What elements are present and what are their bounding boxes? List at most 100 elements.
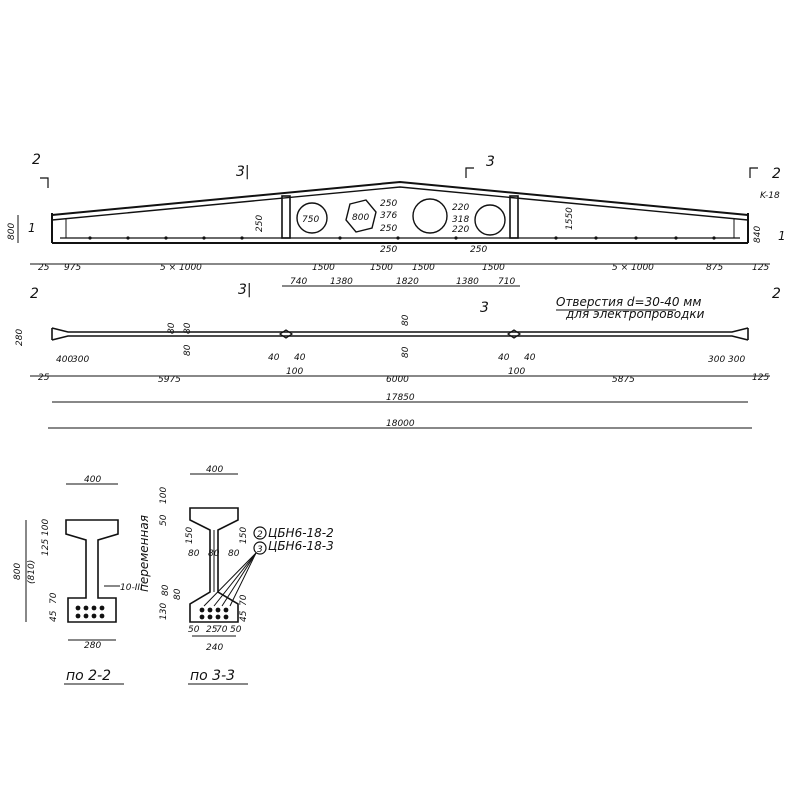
dim-label: 125 [752,263,769,273]
dim-label: 50 [159,514,169,526]
dim-label: 1820 [396,277,419,287]
end-mark-right: 1 [778,229,786,243]
dim-label: 50 [188,625,200,635]
dim-label: 80 [161,584,171,596]
dim-label: 100 [41,519,51,536]
dim-label: 740 [290,277,307,287]
sec22-title: по 2-2 [66,668,111,684]
sec22-note: переменная [137,515,151,592]
beam-height-label: 800 [7,223,17,240]
sec22-bottom-width: 280 [84,641,101,651]
total-17850: 17850 [386,393,415,403]
web-dim: 250 [380,245,397,255]
section-mark-2-plan-left: 2 [30,286,39,302]
sec33-title: по 3-3 [190,668,235,684]
sec22-rebar: 10-III [120,583,143,593]
dim-label: 300 [708,355,725,365]
dim-label: 975 [64,263,81,273]
sec22-height: 800 [13,563,23,580]
dim-label: 300 [728,355,745,365]
section-mark-2-plan-right: 2 [772,286,781,302]
opening-dim: 800 [352,213,369,223]
dim-label: 5 × 1000 [612,263,654,273]
dim-label: 6000 [386,375,409,385]
dim-label: 150 [239,527,249,544]
node-label: K-18 [760,191,780,201]
dim-label: 80 [167,322,177,334]
dim-label: 80 [188,549,200,559]
section-mark-2-right: 2 [772,166,781,182]
web-opening [345,199,377,233]
end-mark-left: 1 [28,221,36,235]
dim-label: 1380 [456,277,479,287]
dim-label: 875 [706,263,723,273]
web-opening [412,198,448,234]
dim-label: 5975 [158,375,181,385]
section-3-3: 400 240 100 50 150 150 80 80 80 80 130 8… [159,465,334,685]
sec22-top-width: 400 [84,475,101,485]
dim-label: 40 [294,353,306,363]
dim-label: 80 [228,549,240,559]
opening-dim: 250 [380,224,397,234]
dim-label: 40 [524,353,536,363]
dim-label: 25 [38,373,50,383]
dim-label: 80 [173,588,183,600]
dim-label: 50 [230,625,242,635]
dim-label: 40 [268,353,280,363]
opening-dim: 750 [302,215,319,225]
dim-label: 150 [185,527,195,544]
dim-label: 1500 [370,263,393,273]
web-opening [296,202,328,234]
dim-label: 100 [286,367,303,377]
web-dim: 1550 [565,207,575,230]
dim-label: 70 [216,625,228,635]
dim-label: 40 [498,353,510,363]
section-mark-3-top: 3 [486,154,495,170]
section-mark-31-top: 3| [236,164,250,180]
dim-label: 100 [508,367,525,377]
dim-label: 70 [239,594,249,606]
dim-label: 5875 [612,375,635,385]
dim-label: 125 [41,539,51,556]
dim-label: 5 × 1000 [160,263,202,273]
note-holes: Отверстия d=30-40 мм [556,295,701,309]
dim-label: 1500 [412,263,435,273]
sec33-top-width: 400 [206,465,223,475]
plan-width: 280 [15,329,25,346]
section-mark-31-plan: 3| [238,282,252,298]
total-18000: 18000 [386,419,415,429]
dim-label: 80 [183,344,193,356]
electrical-holes [88,236,716,240]
section-2-2: 400 280 800 (810) 100 125 70 45 10-III п… [13,475,151,685]
ref-cbn-2: ЦБН6-18-2 [268,526,334,540]
web-opening [474,204,506,236]
dim-label: 125 [752,373,769,383]
elevation-view: 2 3 3| 2 800 1 840 1 K-18 750 800 250 37… [7,152,786,321]
dim-label: 45 [239,610,249,622]
opening-dim: 250 [380,199,397,209]
web-dim: 250 [470,245,487,255]
end-height-label: 840 [753,226,763,243]
section-mark-2-left: 2 [32,152,41,168]
callout-2: 2 [257,530,263,540]
dim-label: 80 [183,322,193,334]
dim-label: 80 [208,549,220,559]
note-wiring: для электропроводки [565,307,705,321]
dim-label: 130 [159,603,169,620]
callout-3: 3 [257,545,263,555]
plan-view: 2 3| 3 2 280 400 300 300 300 40 40 40 40… [15,282,781,429]
opening-dim: 318 [452,215,469,225]
web-dim: 250 [255,215,265,232]
ref-cbn-3: ЦБН6-18-3 [268,539,334,553]
dim-label: 80 [401,314,411,326]
sec22-height-alt: (810) [27,560,37,584]
dim-label: 300 [72,355,89,365]
dim-label: 45 [49,610,59,622]
sec33-bottom-width: 240 [206,643,223,653]
dim-label: 1500 [482,263,505,273]
dim-label: 80 [401,346,411,358]
dim-label: 710 [498,277,515,287]
dim-label: 400 [56,355,73,365]
opening-dim: 220 [452,225,469,235]
